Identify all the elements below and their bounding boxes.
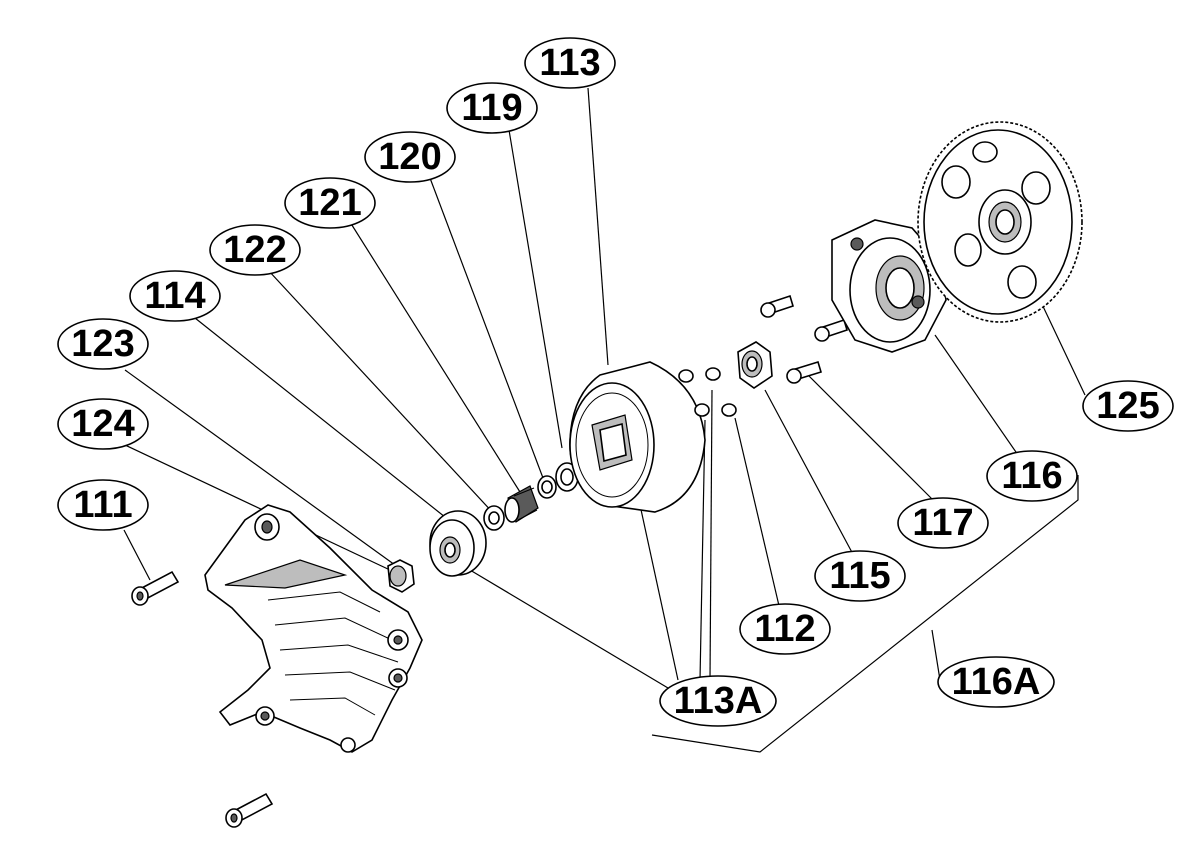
callout-label: 123: [71, 323, 134, 365]
callout-label: 116A: [952, 661, 1041, 703]
screw-111-lower: [225, 792, 274, 828]
callout-113: 113: [524, 37, 616, 89]
callout-115: 115: [814, 550, 906, 602]
callout-120: 120: [364, 131, 456, 183]
callout-113A: 113A: [659, 675, 777, 727]
callout-121: 121: [284, 177, 376, 229]
leader-lines: [123, 87, 1086, 753]
sprocket-114: [429, 510, 487, 577]
callout-label: 125: [1096, 385, 1159, 427]
washer-120: [537, 475, 557, 499]
callout-label: 112: [754, 608, 815, 650]
screws-112: [678, 367, 737, 417]
washer-122: [483, 505, 505, 531]
clutch-shoes-116: [831, 219, 947, 353]
callout-122: 122: [209, 224, 301, 276]
washer-119: [555, 462, 579, 492]
callout-label: 115: [829, 555, 890, 597]
callout-123: 123: [57, 318, 149, 370]
callout-111: 111: [57, 479, 149, 531]
callout-label: 120: [378, 136, 441, 178]
screw-111-upper: [131, 570, 180, 606]
callout-label: 111: [73, 484, 132, 526]
hex-nut-115: [737, 341, 773, 389]
callout-116A: 116A: [937, 656, 1055, 708]
callout-label: 116: [1001, 455, 1062, 497]
callout-label: 117: [912, 502, 973, 544]
callout-label: 113A: [674, 680, 763, 722]
callout-112: 112: [739, 603, 831, 655]
callout-119: 119: [446, 82, 538, 134]
callout-117: 117: [897, 497, 989, 549]
callout-label: 122: [223, 229, 286, 271]
clutch-drum-113: [569, 361, 706, 513]
gear-125: [917, 121, 1083, 323]
clutch-housing-124: [204, 504, 423, 753]
callout-label: 119: [461, 87, 522, 129]
needle-bearing-121: [504, 485, 539, 523]
callout-label: 114: [144, 275, 205, 317]
callout-125: 125: [1082, 380, 1174, 432]
bolts-117: [760, 294, 848, 384]
callout-114: 114: [129, 270, 221, 322]
callout-label: 121: [298, 182, 361, 224]
callout-124: 124: [57, 398, 149, 450]
callout-label: 124: [71, 403, 134, 445]
callout-116: 116: [986, 450, 1078, 502]
nut-123: [387, 559, 415, 593]
callout-label: 113: [539, 42, 600, 84]
